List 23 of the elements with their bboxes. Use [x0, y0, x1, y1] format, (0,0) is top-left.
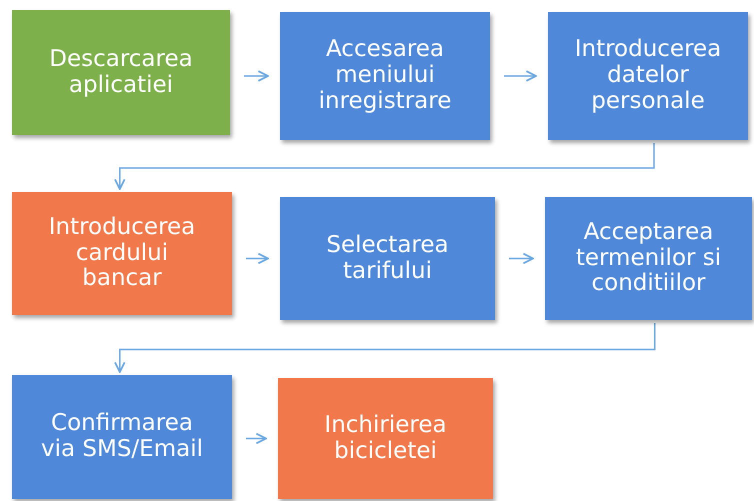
process-box: [545, 197, 752, 320]
step-label: Inchirierea bicicletei: [323, 412, 448, 464]
step-label: Selectarea tarifului: [325, 232, 450, 284]
arrow: [246, 252, 269, 264]
arrow: [509, 252, 534, 264]
process-box: [280, 12, 490, 140]
process-box: [548, 12, 748, 140]
step-label: Confirmarea via SMS/Email: [40, 411, 204, 463]
step-label: Acceptarea termenilor si conditiilor: [574, 220, 722, 298]
arrow: [246, 432, 267, 444]
step-label: Descarcarea aplicatiei: [48, 46, 194, 98]
step-label: Introducerea cardului bancar: [48, 214, 196, 292]
process-box: [12, 10, 230, 135]
process-box: [280, 197, 495, 320]
step-label: Accesarea meniului inregistrare: [318, 37, 452, 115]
arrow: [114, 323, 656, 373]
process-box: [278, 378, 493, 499]
arrow: [244, 70, 269, 82]
step-label: Introducerea datelor personale: [574, 37, 722, 115]
arrow: [504, 70, 537, 82]
process-box: [12, 192, 232, 315]
arrow: [114, 143, 655, 190]
process-box: [12, 375, 232, 499]
